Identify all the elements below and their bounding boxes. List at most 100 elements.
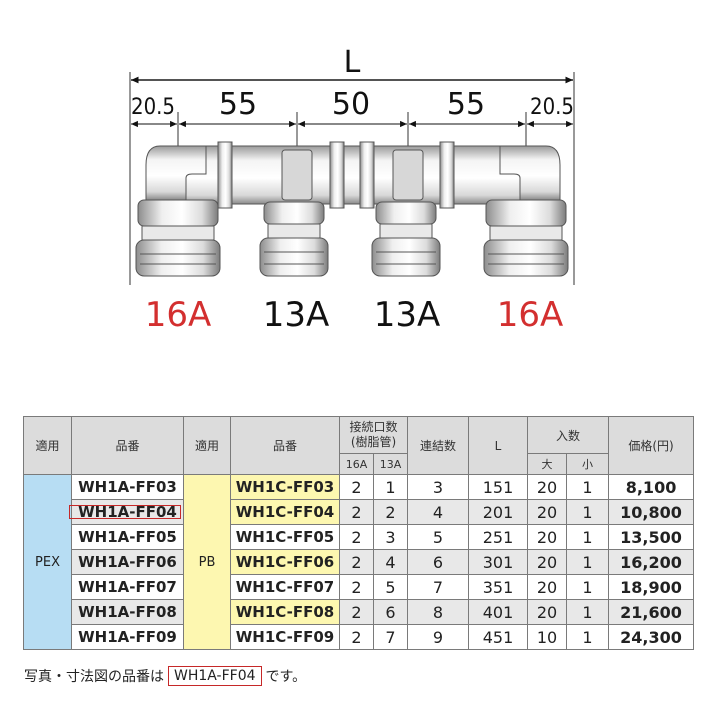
footnote-model-box: WH1A-FF04: [168, 666, 262, 686]
header-quantity: 入数: [527, 416, 610, 454]
port-16a: 2: [339, 549, 374, 575]
qty-small: 1: [566, 574, 610, 600]
wh1c-part: WH1C-FF05: [230, 524, 340, 550]
price: 10,800: [608, 499, 695, 525]
table-row: WH1A-FF07 WH1C-FF07 2 5 7 351 20 1 18,90…: [24, 574, 695, 600]
group-pex: PEX: [23, 474, 72, 650]
outlet-size-label: 13A: [374, 295, 441, 335]
table-row: WH1A-FF04 WH1C-FF04 2 2 4 201 20 1 10,80…: [24, 499, 695, 525]
length: 251: [468, 524, 529, 550]
price: 24,300: [608, 624, 695, 650]
connections: 6: [407, 549, 470, 575]
outlet-size-label: 13A: [263, 295, 330, 335]
header-port-16a: 16A: [339, 453, 374, 475]
footnote-suffix: です。: [265, 669, 307, 685]
header-length: L: [468, 416, 529, 475]
port-13a: 5: [372, 574, 409, 600]
segment-label: 20.5: [131, 95, 175, 120]
qty-small: 1: [566, 599, 610, 625]
table-row: WH1A-FF09 WH1C-FF09 2 7 9 451 10 1 24,30…: [24, 624, 695, 650]
port-13a: 2: [372, 499, 409, 525]
table-row: WH1A-FF06 WH1C-FF06 2 4 6 301 20 1 16,20…: [24, 549, 695, 575]
table-row: WH1A-FF05 WH1C-FF05 2 3 5 251 20 1 13,50…: [24, 524, 695, 550]
wh1a-part: WH1A-FF04: [69, 499, 184, 525]
price: 8,100: [608, 474, 695, 500]
port-16a: 2: [339, 599, 374, 625]
wh1a-part: WH1A-FF08: [71, 599, 184, 625]
connections: 9: [407, 624, 470, 650]
qty-small: 1: [566, 474, 610, 500]
segment-dimensions: 20.5 55 50 55 20.5: [131, 87, 574, 150]
qty-large: 20: [527, 574, 568, 600]
wh1c-part: WH1C-FF07: [230, 574, 340, 600]
header-part-b: 品番: [230, 416, 340, 475]
qty-large: 20: [527, 524, 568, 550]
table-row: WH1A-FF08 WH1C-FF08 2 6 8 401 20 1 21,60…: [24, 599, 695, 625]
footnote: 写真・寸法図の品番は WH1A-FF04 です。: [24, 666, 306, 686]
port-16a: 2: [339, 499, 374, 525]
wh1c-part: WH1C-FF09: [230, 624, 340, 650]
price: 21,600: [608, 599, 695, 625]
qty-small: 1: [566, 524, 610, 550]
length: 201: [468, 499, 529, 525]
header-ports: 接続口数 (樹脂管): [338, 416, 409, 454]
qty-large: 20: [527, 499, 568, 525]
qty-large: 20: [527, 549, 568, 575]
header-qty-small: 小: [566, 453, 610, 475]
wh1a-part: WH1A-FF05: [71, 524, 184, 550]
header-apply-a: 適用: [23, 416, 72, 475]
port-16a: 2: [339, 624, 374, 650]
port-13a: 7: [372, 624, 409, 650]
qty-large: 20: [527, 474, 568, 500]
header-qty-large: 大: [527, 453, 568, 475]
length: 401: [468, 599, 529, 625]
wh1c-part: WH1C-FF04: [230, 499, 340, 525]
header-price: 価格(円): [608, 416, 695, 475]
port-13a: 3: [372, 524, 409, 550]
highlighted-part: WH1A-FF04: [67, 503, 183, 521]
port-16a: 2: [339, 474, 374, 500]
qty-small: 1: [566, 499, 610, 525]
header-part-a: 品番: [71, 416, 184, 475]
qty-large: 10: [527, 624, 568, 650]
manifold-body: [145, 141, 561, 209]
wh1a-part: WH1A-FF03: [71, 474, 184, 500]
length: 151: [468, 474, 529, 500]
price: 16,200: [608, 549, 695, 575]
wh1a-part: WH1A-FF07: [71, 574, 184, 600]
connections: 4: [407, 499, 470, 525]
wh1c-part: WH1C-FF03: [230, 474, 340, 500]
total-dimension: L: [129, 45, 575, 285]
group-pb: PB: [183, 474, 231, 650]
length: 451: [468, 624, 529, 650]
port-16a: 2: [339, 574, 374, 600]
wh1a-part: WH1A-FF06: [71, 549, 184, 575]
connections: 3: [407, 474, 470, 500]
table-row: PEX WH1A-FF03 PB WH1C-FF03 2 1 3 151 20 …: [23, 474, 695, 650]
qty-small: 1: [566, 624, 610, 650]
price: 18,900: [608, 574, 695, 600]
product-spec-table: 適用 品番 適用 品番 接続口数 (樹脂管) 連結数 L 入数 価格(円) 16…: [23, 416, 695, 650]
outlet-size-label: 16A: [497, 295, 564, 335]
connections: 5: [407, 524, 470, 550]
port-13a: 6: [372, 599, 409, 625]
wh1c-part: WH1C-FF08: [230, 599, 340, 625]
length: 301: [468, 549, 529, 575]
connections: 8: [407, 599, 470, 625]
segment-label: 55: [219, 87, 257, 122]
segment-label: 50: [332, 87, 370, 122]
port-16a: 2: [339, 524, 374, 550]
header-apply-b: 適用: [183, 416, 231, 475]
segment-label: 55: [447, 87, 485, 122]
total-length-label: L: [344, 45, 361, 80]
header-port-13a: 13A: [372, 453, 409, 475]
connections: 7: [407, 574, 470, 600]
wh1c-part: WH1C-FF06: [230, 549, 340, 575]
port-13a: 4: [372, 549, 409, 575]
outlet-size-label: 16A: [145, 295, 212, 335]
header-connections: 連結数: [407, 416, 470, 475]
qty-small: 1: [566, 549, 610, 575]
segment-label: 20.5: [530, 95, 574, 120]
length: 351: [468, 574, 529, 600]
port-13a: 1: [372, 474, 409, 500]
